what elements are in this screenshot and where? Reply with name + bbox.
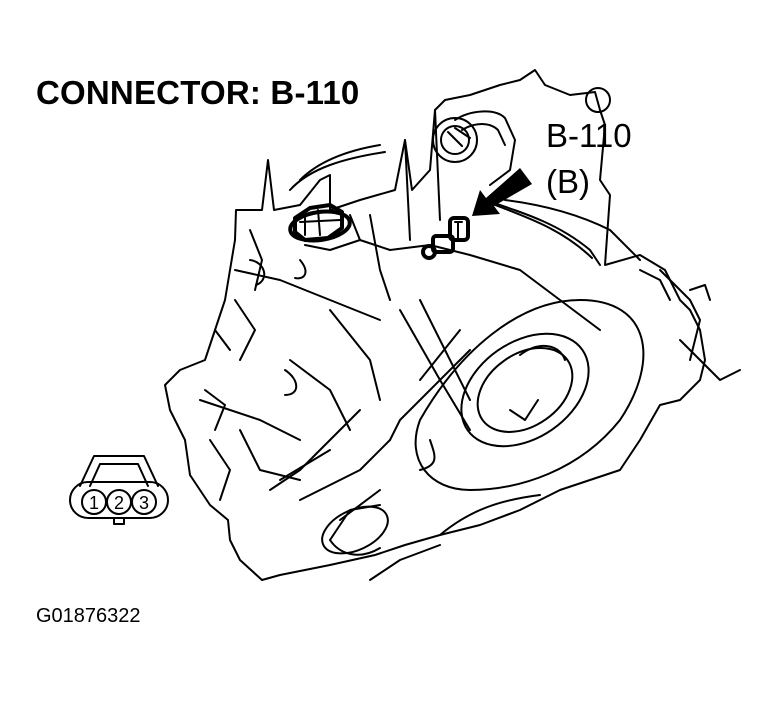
figure-id: G01876322 bbox=[36, 605, 141, 627]
svg-text:1: 1 bbox=[89, 493, 99, 513]
connector-pin-3: 3 bbox=[131, 489, 157, 515]
transmission-housing bbox=[164, 69, 741, 581]
callout-connector-sublabel: (B) bbox=[546, 163, 590, 200]
target-connector-b110 bbox=[421, 216, 470, 260]
svg-text:3: 3 bbox=[139, 493, 149, 513]
connector-pin-1: 1 bbox=[81, 489, 107, 515]
svg-text:2: 2 bbox=[114, 493, 124, 513]
callout-connector-id: B-110 bbox=[546, 117, 632, 154]
diagram-title: CONNECTOR: B-110 bbox=[36, 74, 360, 111]
left-sensor-connector bbox=[288, 203, 352, 243]
connector-face-diagram: 1 2 3 bbox=[69, 455, 169, 525]
connector-pin-2: 2 bbox=[106, 489, 132, 515]
location-arrow-icon bbox=[472, 168, 532, 216]
